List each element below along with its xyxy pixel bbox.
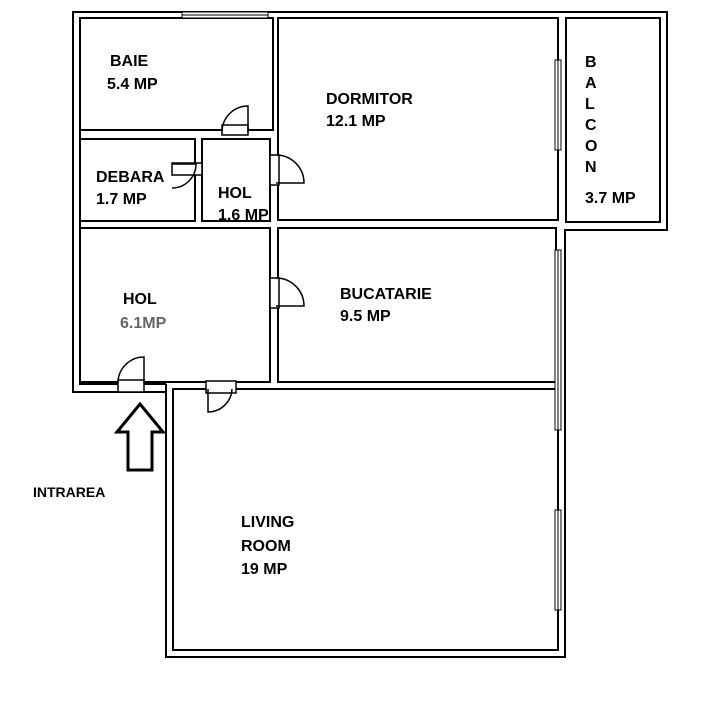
dormitor-walls xyxy=(277,17,559,221)
bucatarie-name: BUCATARIE xyxy=(340,286,432,303)
baie-area: 5.4 MP xyxy=(107,76,158,93)
living-walls xyxy=(172,388,559,651)
entry-door xyxy=(117,356,145,393)
balcon-letter-b: B xyxy=(585,54,597,71)
hol-small-name: HOL xyxy=(218,185,252,202)
balcon-area: 3.7 MP xyxy=(585,190,636,207)
doors xyxy=(117,105,305,413)
debara-walls xyxy=(79,138,196,222)
balcon-letter-n: N xyxy=(585,159,597,176)
entrance-label: INTRAREA xyxy=(33,484,105,500)
bucatarie-walls xyxy=(277,227,557,383)
hol-main-walls xyxy=(79,227,271,383)
bucatarie-door xyxy=(269,277,305,309)
dormitor-name: DORMITOR xyxy=(326,91,413,108)
baie-walls xyxy=(79,17,274,131)
baie-door xyxy=(221,105,249,136)
balcon-letter-l: L xyxy=(585,96,595,113)
hol-main-area: 6.1MP xyxy=(120,315,167,332)
balcon-letter-o: O xyxy=(585,138,597,155)
balcon-letter-c: C xyxy=(585,117,597,134)
bucatarie-area: 9.5 MP xyxy=(340,308,391,325)
debara-door xyxy=(171,162,203,189)
hol-small-area: 1.6 MP xyxy=(218,207,269,224)
living-name-line1: LIVING xyxy=(241,514,294,531)
outer-walls xyxy=(72,11,668,658)
debara-name: DEBARA xyxy=(96,169,165,186)
living-name-line2: ROOM xyxy=(241,538,291,555)
debara-area: 1.7 MP xyxy=(96,191,147,208)
balcon-letter-a: A xyxy=(585,75,597,92)
baie-name: BAIE xyxy=(110,53,149,70)
dormitor-area: 12.1 MP xyxy=(326,113,386,130)
living-area: 19 MP xyxy=(241,561,288,578)
windows xyxy=(181,11,562,611)
hol-main-name: HOL xyxy=(123,291,157,308)
arrow-up-icon xyxy=(113,401,167,472)
living-door xyxy=(205,380,237,413)
dormitor-door xyxy=(269,154,305,186)
balcon-walls xyxy=(565,17,661,223)
room-labels: BAIE 5.4 MP DEBARA 1.7 MP HOL 1.6 MP HOL… xyxy=(33,53,636,578)
